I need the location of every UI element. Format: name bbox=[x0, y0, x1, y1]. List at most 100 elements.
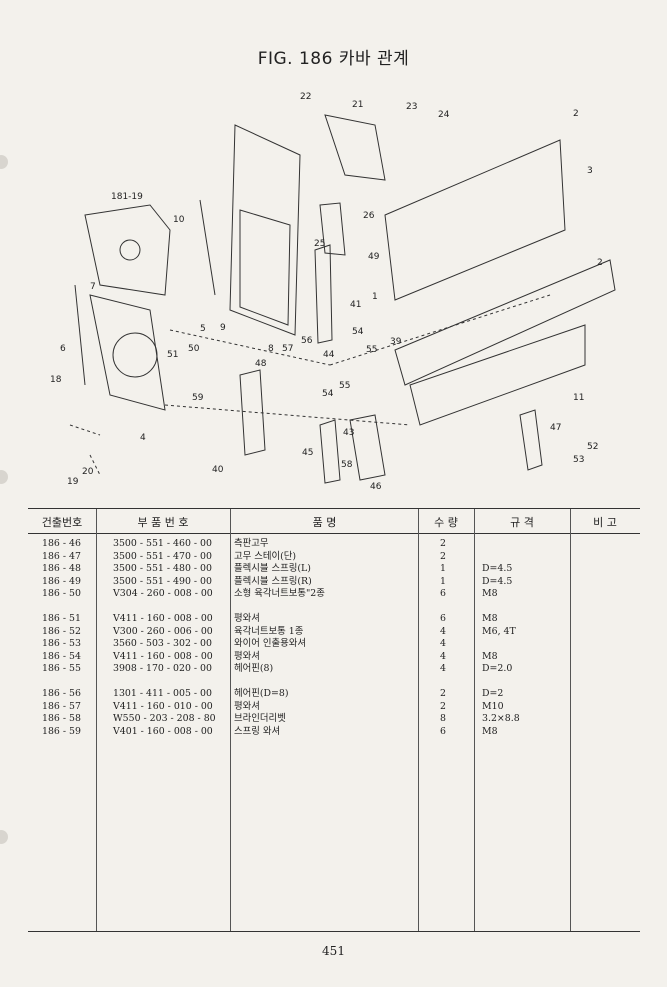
rod-10 bbox=[199, 199, 216, 296]
channel-11 bbox=[409, 324, 586, 426]
table-row: 186 - 51 V411 - 160 - 008 - 00 평와셔 6 M8 bbox=[28, 613, 640, 626]
cell-qty: 8 bbox=[440, 713, 446, 725]
table-row: 186 - 57 V411 - 160 - 010 - 00 평와셔 2 M10 bbox=[28, 701, 640, 714]
cell-spec: M8 bbox=[482, 612, 498, 624]
table-row: 186 - 58 W550 - 203 - 208 - 80 브라인더리벳 8 … bbox=[28, 713, 640, 726]
cell-no: 186 - 49 bbox=[42, 575, 81, 587]
table-row: 186 - 49 3500 - 551 - 490 - 00 플렉시블 스프링(… bbox=[28, 576, 640, 589]
cell-qty: 4 bbox=[440, 625, 446, 637]
cell-no: 186 - 52 bbox=[42, 625, 81, 637]
callout-49: 49 bbox=[368, 252, 380, 262]
table-header: 건출번호 부 품 번 호 품 명 수 량 규 격 비 고 bbox=[28, 509, 640, 534]
cell-name: 스프링 와셔 bbox=[234, 725, 281, 737]
parts-drawing: 22 21 23 24 2 3 2 181-19 10 26 25 49 1 4… bbox=[50, 92, 616, 492]
callout-7: 7 bbox=[90, 282, 96, 292]
callout-55: 55 bbox=[366, 345, 377, 355]
cell-qty: 2 bbox=[440, 687, 446, 699]
callout-48: 48 bbox=[255, 359, 267, 369]
header-part-number: 부 품 번 호 bbox=[137, 516, 189, 529]
callout-21: 21 bbox=[352, 100, 363, 110]
cell-name: 평와셔 bbox=[234, 700, 260, 712]
cell-spec: 3.2×8.8 bbox=[482, 713, 520, 725]
callout-41: 41 bbox=[350, 300, 361, 310]
cell-spec: M8 bbox=[482, 650, 498, 662]
cell-spec: D=4.5 bbox=[482, 563, 513, 575]
table-row: 186 - 56 1301 - 411 - 005 - 00 헤어핀(D=8) … bbox=[28, 688, 640, 701]
table-row: 186 - 59 V401 - 160 - 008 - 00 스프링 와셔 6 … bbox=[28, 726, 640, 739]
cell-qty: 2 bbox=[440, 538, 446, 549]
callout-26: 26 bbox=[363, 211, 375, 221]
figure-title: FIG. 186 카바 관계 bbox=[257, 49, 410, 69]
cell-no: 186 - 51 bbox=[42, 612, 81, 624]
cell-no: 186 - 47 bbox=[42, 550, 81, 562]
callout-18: 18 bbox=[50, 375, 62, 385]
callout-25: 25 bbox=[314, 239, 325, 249]
cell-no: 186 - 53 bbox=[42, 638, 81, 650]
callout-20: 20 bbox=[82, 467, 94, 477]
binder-hole bbox=[0, 155, 8, 169]
callout-59: 59 bbox=[192, 393, 204, 403]
cell-part: V300 - 260 - 006 - 00 bbox=[113, 625, 213, 637]
cell-part: 3500 - 551 - 490 - 00 bbox=[113, 575, 212, 587]
cell-qty: 6 bbox=[440, 588, 446, 600]
callout-39: 39 bbox=[390, 337, 402, 347]
callout-46: 46 bbox=[370, 482, 382, 492]
frame-window bbox=[239, 209, 291, 326]
cell-name: 플렉시블 스프링(L) bbox=[234, 563, 311, 575]
cover-plate-181-19 bbox=[84, 204, 171, 296]
binder-hole bbox=[0, 470, 8, 484]
cell-qty: 4 bbox=[440, 650, 446, 662]
callout-52: 52 bbox=[587, 442, 598, 452]
cell-name: 플렉시블 스프링(R) bbox=[234, 575, 312, 587]
cell-name: 소형 육각너트보통"2종 bbox=[234, 588, 325, 600]
callout-2b: 2 bbox=[597, 258, 603, 268]
callout-6: 6 bbox=[60, 344, 66, 354]
header-spec: 규 격 bbox=[510, 516, 534, 529]
callout-9: 9 bbox=[220, 323, 226, 333]
callout-50: 50 bbox=[188, 344, 200, 354]
cell-no: 186 - 50 bbox=[42, 588, 81, 600]
post-40 bbox=[239, 369, 266, 456]
cell-qty: 4 bbox=[440, 663, 446, 675]
cell-spec: M10 bbox=[482, 700, 504, 712]
cell-name: 평와셔 bbox=[234, 650, 260, 662]
callout-43: 43 bbox=[343, 428, 354, 438]
cell-spec: D=4.5 bbox=[482, 575, 513, 587]
callout-4: 4 bbox=[140, 433, 146, 443]
cell-qty: 4 bbox=[440, 638, 446, 650]
callout-2: 2 bbox=[573, 109, 579, 119]
cell-part: V411 - 160 - 008 - 00 bbox=[113, 650, 213, 662]
cell-part: W550 - 203 - 208 - 80 bbox=[113, 713, 216, 725]
callout-51: 51 bbox=[167, 350, 178, 360]
cell-part: V411 - 160 - 010 - 00 bbox=[113, 700, 213, 712]
cell-no: 186 - 59 bbox=[42, 725, 81, 737]
column-divider bbox=[96, 509, 97, 931]
callout-22: 22 bbox=[300, 92, 311, 102]
side-plate-hole bbox=[112, 332, 158, 378]
parts-table: 건출번호 부 품 번 호 품 명 수 량 규 격 비 고 186 - 46 35… bbox=[28, 508, 640, 932]
cell-part: 3560 - 503 - 302 - 00 bbox=[113, 638, 212, 650]
cell-no: 186 - 55 bbox=[42, 663, 81, 675]
cell-no: 186 - 46 bbox=[42, 538, 81, 549]
callout-3: 3 bbox=[587, 166, 593, 176]
cell-name: 고무 스테이(단) bbox=[234, 550, 297, 562]
cell-name: 평와셔 bbox=[234, 612, 260, 624]
rod-6 bbox=[74, 284, 86, 386]
callout-11: 11 bbox=[573, 393, 584, 403]
table-row: 186 - 46 3500 - 551 - 460 - 00 측판고무 2 bbox=[28, 538, 640, 551]
cell-qty: 1 bbox=[440, 563, 446, 575]
assembly-lines bbox=[69, 294, 551, 476]
cell-no: 186 - 57 bbox=[42, 700, 81, 712]
side-plate-4 bbox=[89, 294, 166, 411]
callout-54: 54 bbox=[352, 327, 364, 337]
table-row: 186 - 54 V411 - 160 - 008 - 00 평와셔 4 M8 bbox=[28, 651, 640, 664]
cell-part: V411 - 160 - 008 - 00 bbox=[113, 612, 213, 624]
long-cover-1 bbox=[384, 139, 566, 301]
callout-19: 19 bbox=[67, 477, 79, 487]
bracket-47 bbox=[519, 409, 543, 471]
cell-spec: D=2 bbox=[482, 687, 504, 699]
plate-hole bbox=[119, 239, 141, 261]
table-row: 186 - 48 3500 - 551 - 480 - 00 플렉시블 스프링(… bbox=[28, 563, 640, 576]
cell-qty: 2 bbox=[440, 700, 446, 712]
cell-name: 헤어핀(8) bbox=[234, 663, 274, 675]
